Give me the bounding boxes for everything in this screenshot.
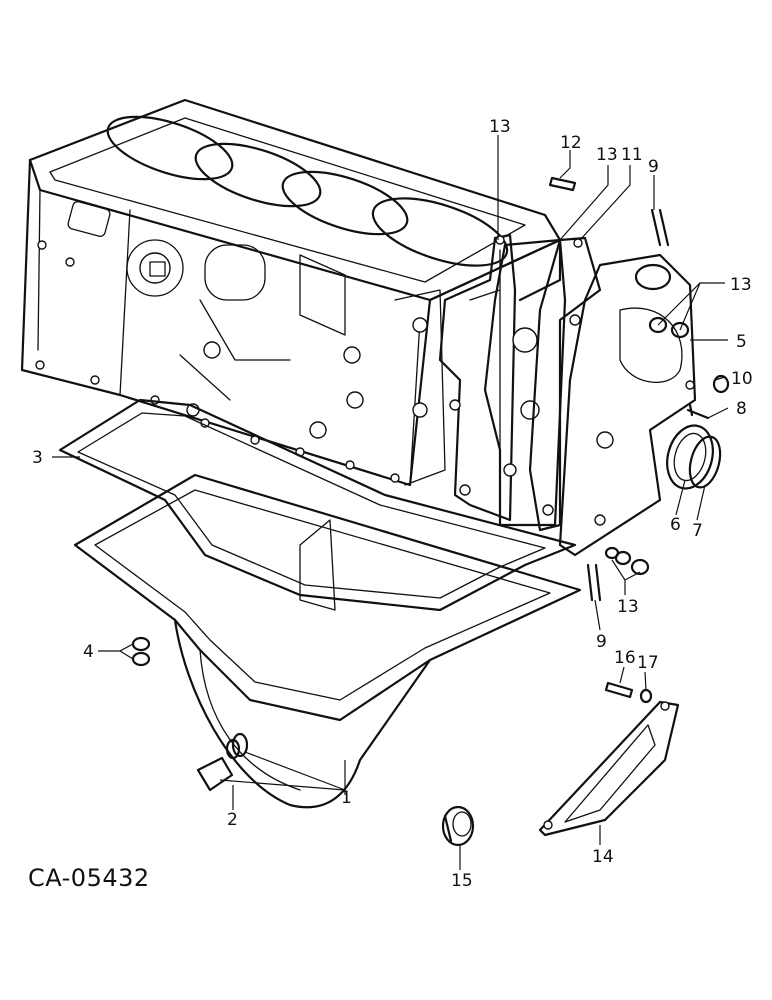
callout-19: 17 [637,653,659,673]
stud-9-lower [586,563,602,602]
bolt-8 [686,403,710,420]
washers-13-upper [648,316,690,339]
drain-plug-2 [196,732,249,792]
callout-16: 14 [592,847,614,867]
oil-seal-17 [441,805,475,847]
callout-5: 5 [736,332,747,352]
callout-7: 7 [692,521,703,541]
callout-10: 10 [731,369,753,389]
front-seal-7 [688,435,722,489]
bolt-12 [548,176,577,192]
callout-6: 6 [670,515,681,535]
washer-19 [639,688,653,704]
dowel-10 [712,374,730,394]
cylinder-block [20,98,562,487]
callout-9-upper: 9 [648,157,659,177]
front-plate-gasket-15 [438,233,517,522]
callout-13-lower: 13 [617,597,639,617]
callout-15: 13 [489,117,511,137]
reference-code: CA-05432 [28,864,150,892]
callout-11: 11 [621,145,643,165]
washers-13-lower [604,546,650,576]
callout-8: 8 [736,399,747,419]
front-seal-6 [666,424,714,490]
callout-17: 15 [451,871,473,891]
callout-12: 12 [560,133,582,153]
callout-14: 13 [596,145,618,165]
bolt-18 [604,681,634,699]
callout-9-lower: 9 [596,632,607,652]
nuts-4 [131,636,151,667]
cover-plate-16 [538,700,680,837]
front-cover-gasket-11 [528,236,602,532]
callout-1: 1 [341,788,352,808]
leader-lines [52,135,729,870]
callout-18: 16 [614,648,636,668]
callout-labels: 13 12 13 11 9 13 5 10 8 6 7 13 9 3 4 1 2… [32,117,753,891]
callout-4: 4 [83,642,94,662]
callout-13-upper: 13 [730,275,752,295]
stud-9-upper [650,208,670,247]
timing-cover [558,253,697,557]
callout-3: 3 [32,448,43,468]
callout-2: 2 [227,810,238,830]
oil-pan [73,473,582,809]
